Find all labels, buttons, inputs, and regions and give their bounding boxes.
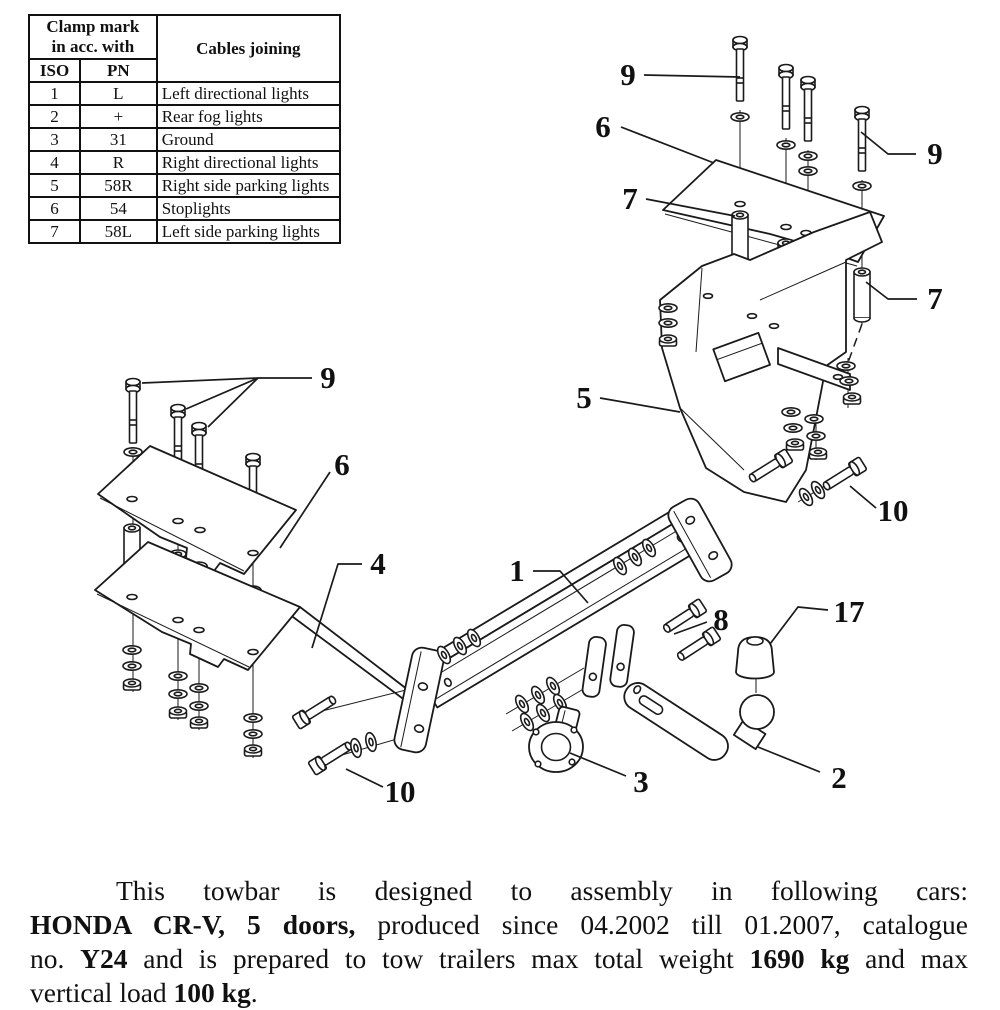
table-cell: 58L: [79, 219, 158, 244]
table-header-pn: PN: [79, 58, 158, 83]
part-callout-5: 5: [576, 380, 592, 415]
part-callout-6: 6: [595, 109, 611, 144]
caption-line-4: vertical load 100 kg.: [30, 976, 968, 1010]
caption-bold-text: 1690 kg: [749, 943, 850, 974]
table-cell: 3: [27, 127, 82, 152]
ball-arm: [623, 678, 775, 761]
caption-line-1: This towbar is designed to assembly in f…: [30, 874, 968, 908]
table-cell: 2: [27, 104, 82, 129]
table-cell: 4: [27, 150, 82, 175]
socket-plate: [528, 705, 584, 773]
table-cell: Left side parking lights: [155, 219, 342, 244]
caption-line-2: HONDA CR-V, 5 doors, produced since 04.2…: [30, 908, 968, 942]
table-cell: Stoplights: [155, 196, 342, 221]
caption-text: no.: [30, 943, 81, 974]
table-cell: 31: [79, 127, 158, 152]
table-cell: 54: [79, 196, 158, 221]
left-plate-assembly: [94, 377, 413, 757]
part-callout-9: 9: [620, 57, 636, 92]
caption-bold-text: Y24: [80, 943, 128, 974]
part-callout-7: 7: [622, 181, 638, 216]
part-callout-4: 4: [370, 546, 386, 581]
table-cell: Ground: [155, 127, 342, 152]
table-cell: L: [79, 81, 158, 106]
part-callout-9: 9: [320, 360, 336, 395]
table-cell: 58R: [79, 173, 158, 198]
part-callout-2: 2: [831, 760, 847, 795]
caption-text: and max: [849, 943, 969, 974]
caption-bold-text: 100 kg: [173, 977, 251, 1008]
caption-bold-text: HONDA CR-V, 5 doors,: [30, 909, 356, 940]
table-cell: 5: [27, 173, 82, 198]
table-cell: Left directional lights: [155, 81, 342, 106]
part-callout-17: 17: [834, 594, 865, 629]
bracket-right: [658, 211, 883, 509]
caption-paragraph: This towbar is designed to assembly in f…: [30, 874, 968, 1010]
table-cell: Right directional lights: [155, 150, 342, 175]
part-callout-10: 10: [878, 493, 909, 528]
table-cell: 1: [27, 81, 82, 106]
table-cell: 6: [27, 196, 82, 221]
clamp-mark-table: Clamp mark in acc. with Cables joining I…: [27, 14, 342, 244]
leader-lines: [141, 74, 917, 788]
ball-cover-cap: [735, 636, 775, 680]
caption-text: and is prepared to tow trailers max tota…: [127, 943, 750, 974]
caption-line-3: no. Y24 and is prepared to tow trailers …: [30, 942, 968, 976]
table-cell: 7: [27, 219, 82, 244]
part-callout-1: 1: [509, 553, 525, 588]
caption-text: produced since 04.2002 till 01.2007, cat…: [355, 909, 968, 940]
caption-text: .: [250, 977, 258, 1008]
part-callout-8: 8: [713, 602, 729, 637]
table-header-clamp-mark: Clamp mark in acc. with: [28, 14, 158, 60]
part-callout-10: 10: [385, 774, 416, 809]
part-callout-3: 3: [633, 764, 649, 799]
table-cell: Rear fog lights: [155, 104, 342, 129]
table-cell: R: [79, 150, 158, 175]
part-callout-7: 7: [927, 281, 943, 316]
part-callout-9: 9: [927, 136, 943, 171]
table-row: 2+Rear fog lights: [27, 104, 342, 129]
table-cell: +: [79, 104, 158, 129]
table-header-iso: ISO: [27, 58, 82, 83]
part-callout-6: 6: [334, 447, 350, 482]
caption-text: This towbar is designed to assembly in f…: [116, 875, 968, 906]
caption-text: vertical load: [30, 977, 174, 1008]
table-cell: Right side parking lights: [155, 173, 342, 198]
table-header-cables-joining: Cables joining: [155, 14, 342, 83]
